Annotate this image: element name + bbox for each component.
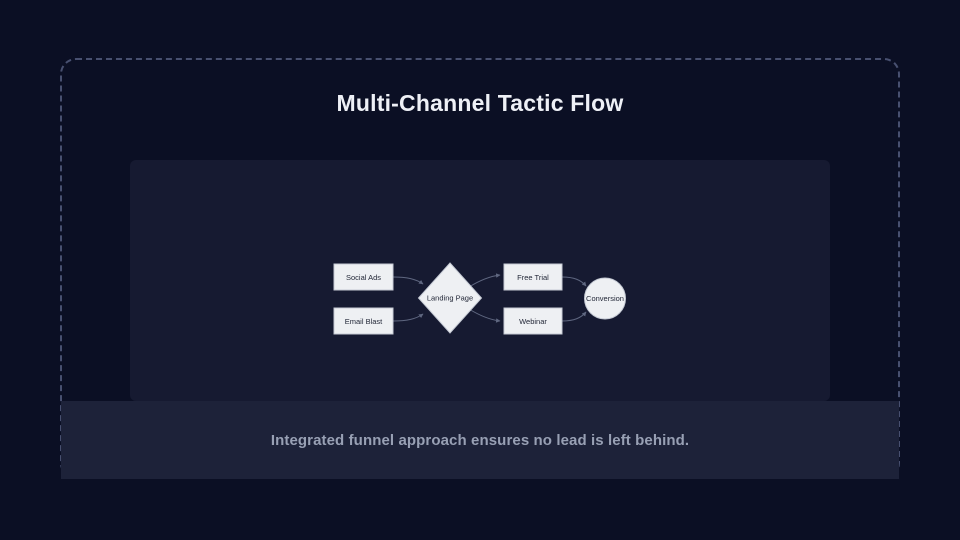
node-social-ads-shape [333, 263, 394, 291]
edge-landing-page-to-webinar [468, 308, 501, 323]
node-email-blast-shape [333, 307, 394, 335]
node-landing-page: Landing Page [417, 262, 483, 334]
edge-landing-page-to-free-trial [468, 273, 501, 288]
node-social-ads-label: Social Ads [346, 273, 381, 282]
node-free-trial: Free Trial [503, 263, 563, 291]
node-landing-page-shape [417, 262, 483, 334]
node-landing-page-label: Landing Page [427, 294, 473, 303]
node-conversion: Conversion [584, 277, 626, 320]
node-email-blast-label: Email Blast [345, 317, 383, 326]
node-email-blast: Email Blast [333, 307, 394, 335]
caption-text: Integrated funnel approach ensures no le… [270, 431, 690, 449]
node-free-trial-label: Free Trial [517, 273, 549, 282]
flowchart-svg: Social Ads Email Blast Landing Page Free… [333, 262, 626, 335]
edge-webinar-to-conversion [561, 311, 587, 322]
edge-social-ads-to-landing-page [392, 276, 424, 285]
node-conversion-label: Conversion [586, 294, 624, 303]
node-social-ads: Social Ads [333, 263, 394, 291]
page-title: Multi-Channel Tactic Flow [336, 90, 624, 116]
flowchart-edges [392, 273, 587, 323]
edge-free-trial-to-conversion [561, 276, 587, 287]
node-webinar-label: Webinar [519, 317, 547, 326]
flowchart-canvas: Social Ads Email Blast Landing Page Free… [130, 160, 830, 401]
node-conversion-shape [584, 277, 626, 320]
edge-email-blast-to-landing-page [392, 313, 424, 322]
caption-bar: Integrated funnel approach ensures no le… [61, 401, 899, 479]
node-free-trial-shape [503, 263, 563, 291]
node-webinar: Webinar [503, 307, 563, 335]
node-webinar-shape [503, 307, 563, 335]
